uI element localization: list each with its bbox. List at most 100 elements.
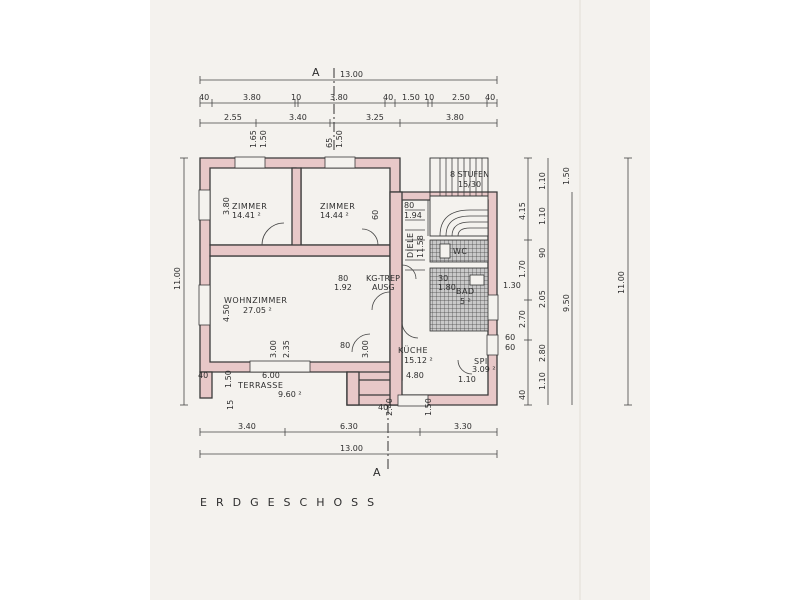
dim-top-r2-1: 3.40 — [289, 113, 307, 122]
dim-open-1: 1.50 — [259, 130, 268, 148]
section-mark-bottom: A — [373, 466, 381, 479]
dim-bottom-r1-0: 3.40 — [238, 422, 256, 431]
window-openings — [198, 156, 499, 407]
dim-left-1: 4.50 — [222, 304, 231, 322]
dim-right-c2-8: 1.10 — [538, 372, 547, 390]
room-wohnzimmer-area: 27.05 ² — [243, 306, 272, 315]
room-bad-area: 5 ² — [460, 297, 471, 306]
dim-top-r1-5: 1.50 — [402, 93, 420, 102]
staircase — [402, 157, 489, 271]
dim-top-r1-3: 3.80 — [330, 93, 348, 102]
room-wohnzimmer-name: WOHNZIMMER — [224, 296, 287, 305]
room-diele-name: DIELE — [406, 232, 415, 258]
room-spi-area: 3.09 ² — [472, 365, 496, 374]
bottom-dimensions: 3.40 6.30 3.30 13.00 40 2.40 1.50 6.00 — [199, 371, 498, 458]
dim-left-4: 1.50 — [224, 370, 233, 388]
room-zimmer2-area: 14.44 ² — [320, 211, 349, 220]
dim-top-r2-0: 2.55 — [224, 113, 242, 122]
dim-left-3: 2.35 — [282, 340, 291, 358]
dim-top-r1-4: 40 — [383, 93, 393, 102]
room-zimmer2-name: ZIMMER — [320, 202, 355, 211]
dim-left-2: 3.00 — [269, 340, 278, 358]
dim-left-5: 40 — [198, 371, 208, 380]
dim-right-c3-3: 1.30 — [503, 281, 521, 290]
dim-right-c3-0: 1.50 — [562, 167, 571, 185]
kg-trep-label: KG-TREP — [366, 274, 400, 283]
drawing-title: ERDGESCHOSS — [200, 496, 383, 509]
dim-right-mid: 9.50 — [562, 294, 571, 312]
dim-inner-4: 1.92 — [334, 283, 352, 292]
dim-top-r1-1: 3.80 — [243, 93, 261, 102]
kg-trep-sub: AUSG — [372, 283, 395, 292]
dim-top-overall: 13.00 — [340, 70, 363, 79]
dim-left-6: 15 — [226, 400, 235, 410]
walls — [199, 157, 498, 406]
section-line-a: A A — [312, 66, 389, 479]
dim-inner-8: 30 — [438, 274, 448, 283]
dim-inner-10: 3.00 — [361, 340, 370, 358]
top-dimensions: 13.00 40 3.80 10 3.80 40 1.50 10 2.50 40… — [199, 70, 498, 148]
right-dimensions: 4.15 1.70 2.70 40 1.10 1.10 90 2.05 2.80… — [503, 157, 632, 406]
terrace-pier-right — [346, 371, 360, 406]
dim-open-3: 1.50 — [335, 130, 344, 148]
dim-top-r1-7: 2.50 — [452, 93, 470, 102]
dim-right-c3-1: 60 — [505, 333, 515, 342]
dim-right-c2-0: 1.10 — [538, 172, 547, 190]
dim-right-c2-1: 1.10 — [538, 207, 547, 225]
dim-inner-7: 1.10 — [458, 375, 476, 384]
dim-bottom-s0: 40 — [378, 403, 388, 412]
room-zimmer1-name: ZIMMER — [232, 202, 267, 211]
dim-inner-9: 1.80 — [438, 283, 456, 292]
room-terrasse-area: 9.60 ² — [278, 390, 302, 399]
dim-top-r1-2: 10 — [291, 93, 301, 102]
dim-inner-6: 4.80 — [406, 371, 424, 380]
dim-bottom-r1-1: 6.30 — [340, 422, 358, 431]
wet-rooms — [429, 239, 489, 332]
room-labels: ZIMMER 14.41 ² ZIMMER 14.44 ² WOHNZIMMER… — [224, 170, 496, 399]
dim-top-r2-3: 3.80 — [446, 113, 464, 122]
room-zimmer1-area: 14.41 ² — [232, 211, 261, 220]
dim-open-2: 65 — [325, 138, 334, 148]
dim-open-0: 1.65 — [249, 130, 258, 148]
dim-inner-2: 1.94 — [404, 211, 422, 220]
dim-left-0: 3.80 — [222, 197, 231, 215]
dim-right-c1-5: 40 — [518, 390, 527, 400]
terrace-pier-left — [199, 371, 213, 399]
dim-bottom-s6: 6.00 — [262, 371, 280, 380]
dim-right-c1-0: 4.15 — [518, 202, 527, 220]
dim-right-c3-2: 60 — [505, 343, 515, 352]
dim-inner-3: 80 — [338, 274, 348, 283]
room-diele-area: 11.58 — [416, 235, 425, 258]
wall-between-rooms — [291, 167, 302, 247]
dim-bottom-s3: 2.40 — [385, 398, 394, 416]
wall-diele-left — [389, 191, 403, 406]
dim-bottom-overall: 13.00 — [340, 444, 363, 453]
dim-right-c2-6: 2.05 — [538, 290, 547, 308]
dim-right-c1-2: 1.70 — [518, 260, 527, 278]
room-terrasse-name: TERRASSE — [237, 381, 283, 390]
room-kueche-name: KÜCHE — [398, 345, 428, 355]
dim-right-c2-7: 2.80 — [538, 344, 547, 362]
dim-bottom-r1-2: 3.30 — [454, 422, 472, 431]
section-mark-top: A — [312, 66, 320, 79]
dim-right-c2-4: 90 — [538, 248, 547, 258]
room-wc-name: WC — [453, 247, 468, 256]
dim-bottom-s4: 1.50 — [424, 398, 433, 416]
room-spi-name: SPI — [474, 357, 488, 366]
doors — [261, 222, 473, 375]
room-kueche-area: 15.12 ² — [404, 356, 433, 365]
dim-right-c1-4: 2.70 — [518, 310, 527, 328]
wall-living-zimmer — [209, 244, 391, 257]
room-bad-name: BAD — [456, 287, 475, 296]
dim-left-overall: 11.00 — [173, 267, 182, 290]
dim-inner-0: 60 — [371, 210, 380, 220]
dim-top-r1-0: 40 — [199, 93, 209, 102]
dim-top-r1-6: 10 — [424, 93, 434, 102]
dim-top-r2-2: 3.25 — [366, 113, 384, 122]
stair-sub: 15/30 — [458, 180, 481, 189]
interior-dimensions: 3.80 4.50 3.00 2.35 1.50 40 15 60 80 1.9… — [198, 197, 476, 410]
left-dimensions: 11.00 — [173, 157, 188, 406]
dim-inner-5: 80 — [340, 341, 350, 350]
